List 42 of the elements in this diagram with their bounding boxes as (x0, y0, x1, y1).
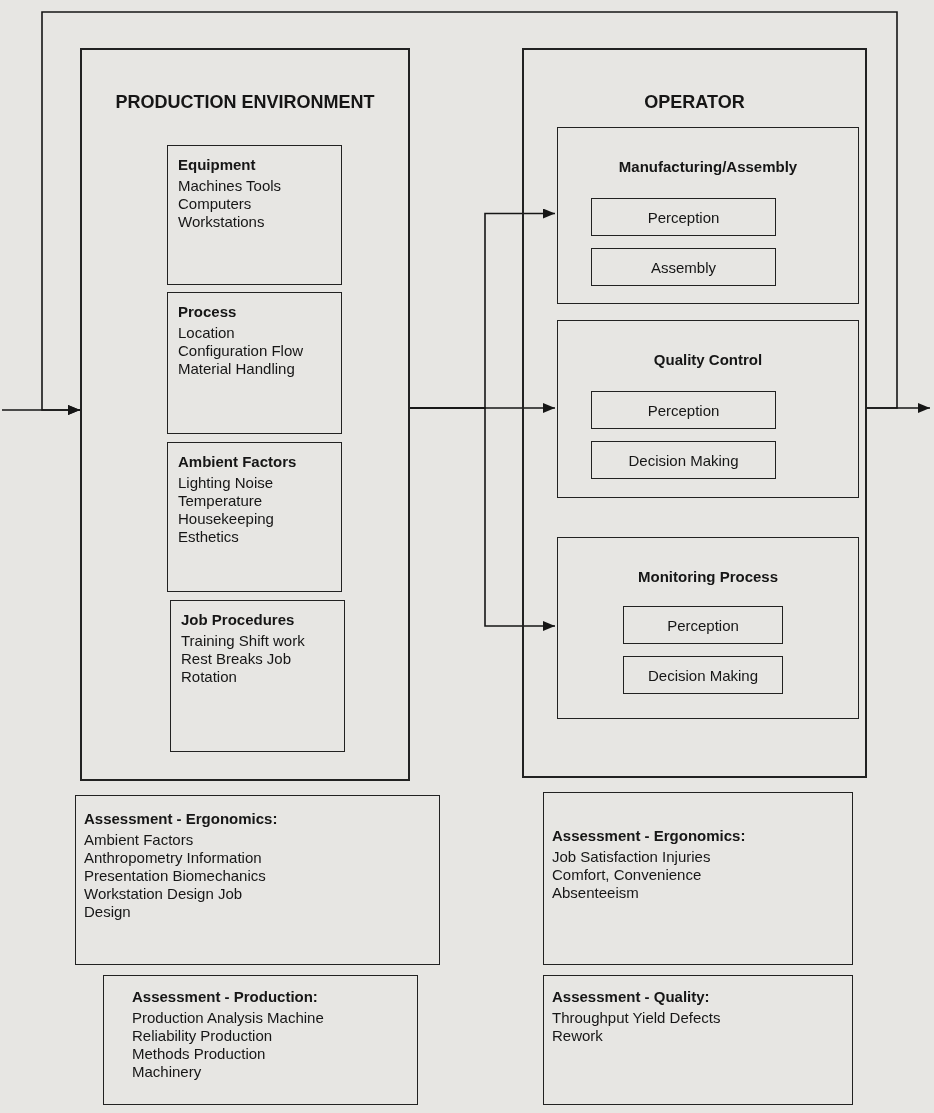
subgroup-box (557, 320, 859, 498)
process-box: Perception (623, 606, 783, 644)
box-heading: Assessment - Ergonomics: (84, 810, 279, 827)
box-heading: Ambient Factors (178, 453, 298, 470)
arrow (41, 11, 898, 415)
text-box (167, 145, 342, 285)
box-heading: Assessment - Ergonomics: (552, 827, 747, 844)
item-list: Ambient Factors Anthropometry Information Presentation Biomechanics Workstation Design Job Design (84, 831, 284, 921)
process-box: Decision Making (623, 656, 783, 694)
box-heading: Process (178, 303, 238, 320)
text-box (167, 442, 342, 592)
process-box: Assembly (591, 248, 776, 286)
item-list: Lighting Noise Temperature Housekeeping Esthetics (178, 474, 328, 546)
group-title: PRODUCTION ENVIRONMENT (114, 92, 376, 113)
box-heading: Assessment - Production: (132, 988, 319, 1005)
item-list: Throughput Yield Defects Rework (552, 1009, 752, 1045)
text-box (167, 292, 342, 434)
process-box: Perception (591, 198, 776, 236)
item-list: Location Configuration Flow Material Handling (178, 324, 328, 378)
group-title: OPERATOR (643, 92, 746, 113)
group-title: Monitoring Process (637, 568, 779, 585)
group-panel (522, 48, 867, 778)
process-box: Perception (591, 391, 776, 429)
item-list: Production Analysis Machine Reliability Production Methods Production Machinery (132, 1009, 332, 1081)
text-box (543, 975, 853, 1105)
text-box (75, 795, 440, 965)
box-heading: Job Procedures (181, 611, 296, 628)
arrow (409, 407, 556, 631)
item-list: Job Satisfaction Injuries Comfort, Convenience Absenteeism (552, 848, 752, 902)
box-heading: Assessment - Quality: (552, 988, 711, 1005)
group-title: Quality Control (652, 351, 764, 368)
group-title: Manufacturing/Assembly (617, 158, 799, 175)
text-box (103, 975, 418, 1105)
subgroup-box (557, 127, 859, 304)
group-panel (80, 48, 410, 781)
item-list: Machines Tools Computers Workstations (178, 177, 328, 231)
process-box: Decision Making (591, 441, 776, 479)
item-list: Training Shift work Rest Breaks Job Rotation (181, 632, 331, 686)
text-box (543, 792, 853, 965)
box-heading: Equipment (178, 156, 257, 173)
subgroup-box (557, 537, 859, 719)
text-box (170, 600, 345, 752)
